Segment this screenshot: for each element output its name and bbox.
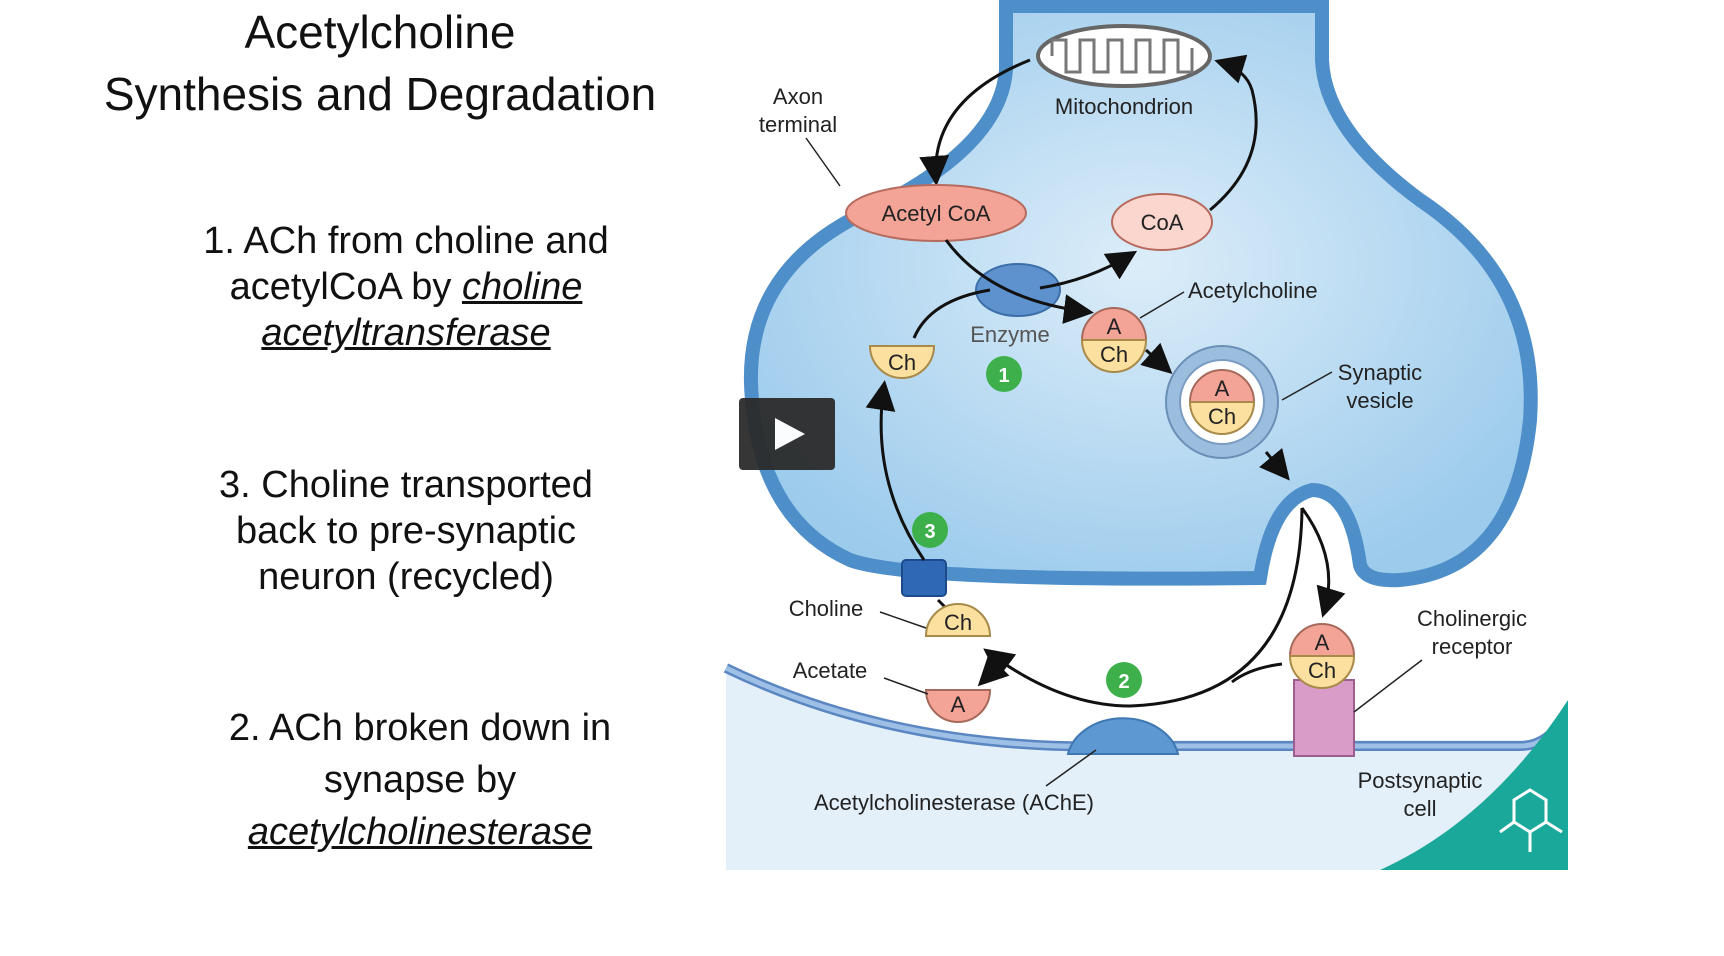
point-1-choline: choline bbox=[461, 266, 583, 308]
point-3: 3. Choline transported back to pre-synap… bbox=[86, 462, 726, 600]
mitochondrion-label: Mitochondrion bbox=[1055, 94, 1193, 119]
video-play-button[interactable] bbox=[739, 398, 835, 470]
arrow-choline-reuptake bbox=[865, 380, 926, 561]
choline-terminal-label: Ch bbox=[888, 350, 916, 375]
axon-terminal bbox=[744, 0, 1538, 588]
enzyme-label: Enzyme bbox=[970, 322, 1049, 347]
receptor-ch-label: Ch bbox=[1308, 658, 1336, 683]
arrow-coa-to-mito bbox=[1209, 54, 1258, 212]
synaptic-vesicle-label-1: Synaptic bbox=[1338, 360, 1422, 385]
choline-terminal bbox=[868, 345, 936, 379]
slide-title-line1: Acetylcholine bbox=[244, 6, 516, 58]
choline-transporter bbox=[901, 559, 947, 597]
acetate bbox=[924, 689, 992, 723]
postsynaptic-cell-area bbox=[726, 668, 1568, 870]
step-1-badge bbox=[986, 356, 1022, 392]
choline-cleft-label: Ch bbox=[944, 610, 972, 635]
ach-synapse-diagram: Mitochondrion Axon terminal Acetyl CoA C… bbox=[723, 0, 1568, 870]
acetylcholinesterase bbox=[1066, 717, 1180, 755]
receptor-a-label: A bbox=[1315, 630, 1330, 655]
acetylcholine-label: Acetylcholine bbox=[1188, 278, 1318, 303]
arrow-ach-to-breakdown bbox=[983, 507, 1304, 708]
postsynaptic-label-1: Postsynaptic bbox=[1358, 768, 1483, 793]
step-3-label: 3 bbox=[924, 521, 935, 543]
point-1-line3: acetyltransferase bbox=[261, 312, 551, 354]
point-1-line2: acetylCoA by choline bbox=[86, 264, 726, 310]
acetyl-coa bbox=[845, 184, 1027, 242]
ach-ch-label: Ch bbox=[1100, 342, 1128, 367]
point-3-line2: back to pre-synaptic bbox=[235, 510, 577, 552]
slide-title-line2: Synthesis and Degradation bbox=[103, 68, 657, 120]
coa bbox=[1111, 193, 1213, 251]
receptor-ach-choline bbox=[1288, 655, 1356, 689]
choline-cleft bbox=[924, 603, 992, 637]
mitochondrion bbox=[1036, 24, 1212, 88]
step-1-label: 1 bbox=[998, 365, 1009, 387]
point-3-line1: 3. Choline transported bbox=[219, 464, 593, 506]
point-2: 2. ACh broken down in synapse by acetylc… bbox=[100, 702, 740, 858]
cholinergic-receptor-label-2: receptor bbox=[1432, 634, 1513, 659]
vesicle-a-label: A bbox=[1215, 376, 1230, 401]
arrow-ach-to-vesicle bbox=[1140, 342, 1173, 375]
point-2-line1: 2. ACh broken down in bbox=[228, 707, 612, 749]
step-3-badge bbox=[912, 512, 948, 548]
choline-label: Choline bbox=[789, 596, 864, 621]
receptor-ach-acetyl bbox=[1288, 623, 1356, 657]
point-3-line3: neuron (recycled) bbox=[258, 556, 554, 598]
arrow-vesicle-to-release bbox=[1259, 447, 1290, 481]
arrow-choline-to-enzyme bbox=[912, 288, 991, 339]
arrow-enzyme-to-coa bbox=[1039, 250, 1138, 290]
step-2-badge bbox=[1106, 662, 1142, 698]
axon-terminal-label-1: Axon bbox=[773, 84, 823, 109]
synaptic-vesicle-label-2: vesicle bbox=[1346, 388, 1413, 413]
arrow-to-acetate bbox=[977, 654, 1010, 687]
ache-label: Acetylcholinesterase (AChE) bbox=[814, 790, 1094, 815]
ach-a-label: A bbox=[1107, 314, 1122, 339]
mitochondrion-cristae bbox=[1050, 38, 1194, 74]
coa-label: CoA bbox=[1141, 210, 1184, 235]
point-2-line3: acetylcholinesterase bbox=[247, 811, 593, 853]
arrow-acetylcoa-to-ach bbox=[944, 239, 1094, 324]
cholinergic-receptor bbox=[1293, 679, 1355, 757]
acetate-label: Acetate bbox=[793, 658, 868, 683]
ach-acetyl-half bbox=[1080, 307, 1148, 341]
axon-terminal-label-2: terminal bbox=[759, 112, 837, 137]
vesicle-ch-label: Ch bbox=[1208, 404, 1236, 429]
slide: Acetylcholine Synthesis and Degradation … bbox=[86, 0, 1568, 870]
step-2-label: 2 bbox=[1118, 671, 1129, 693]
arrow-mito-to-acetylcoa bbox=[919, 58, 1031, 186]
point-1-line2-text: acetylCoA by bbox=[229, 266, 462, 308]
acetyl-coa-label: Acetyl CoA bbox=[882, 201, 991, 226]
arrow-release-to-receptor bbox=[1300, 507, 1346, 618]
play-icon bbox=[775, 418, 805, 450]
cholinergic-receptor-label-1: Cholinergic bbox=[1417, 606, 1527, 631]
acetate-a-label: A bbox=[951, 692, 966, 717]
point-2-line2: synapse by bbox=[323, 759, 517, 801]
point-1: 1. ACh from choline and acetylCoA by cho… bbox=[86, 218, 726, 356]
point-1-line1: 1. ACh from choline and bbox=[203, 220, 609, 262]
postsynaptic-label-2: cell bbox=[1403, 796, 1436, 821]
